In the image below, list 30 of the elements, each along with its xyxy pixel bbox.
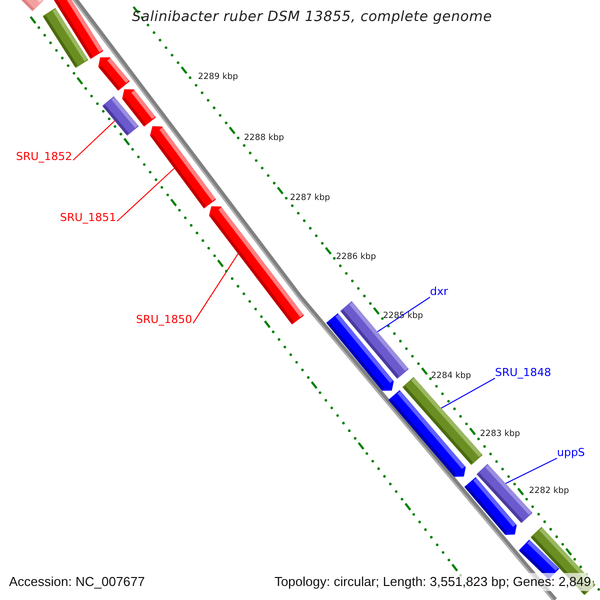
- accession-text: Accession: NC_007677: [9, 574, 145, 590]
- tick-label: 2286 kbp: [336, 252, 376, 262]
- gene-block: [98, 57, 130, 91]
- title: Salinibacter ruber DSM 13855, complete genome: [132, 9, 492, 26]
- gene-label: SRU_1848: [495, 366, 552, 380]
- gene-label: SRU_1852: [16, 150, 72, 164]
- gene-block: [388, 390, 466, 477]
- tick-label: 2284 kbp: [431, 371, 472, 382]
- tick-label: 2289 kbp: [198, 72, 238, 82]
- leader-line: [192, 253, 239, 324]
- leader-line: [72, 120, 116, 161]
- gene-block: [102, 96, 139, 136]
- gene-block: [42, 8, 88, 68]
- leader-line: [440, 378, 496, 409]
- gene-label: uppS: [557, 446, 585, 460]
- tick-label: 2288 kbp: [244, 133, 284, 144]
- gene-block: [20, 0, 44, 12]
- genome-info-text: Topology: circular; Length: 3,551,823 bp; Genes: 2,849: [272, 573, 593, 591]
- leader-line: [376, 296, 430, 332]
- gene-label: SRU_1850: [136, 313, 192, 326]
- tick-label: 2283 kbp: [480, 429, 520, 440]
- gene-label: dxr: [430, 285, 448, 298]
- leader-line: [505, 458, 558, 484]
- leader-line: [116, 168, 175, 222]
- gene-block: [209, 206, 304, 325]
- tick-label: 2287 kbp: [290, 193, 330, 204]
- gene-block: [150, 126, 216, 208]
- tick-label: 2282 kbp: [529, 486, 570, 496]
- gene-block: [464, 477, 517, 535]
- gene-label: SRU_1851: [60, 211, 116, 224]
